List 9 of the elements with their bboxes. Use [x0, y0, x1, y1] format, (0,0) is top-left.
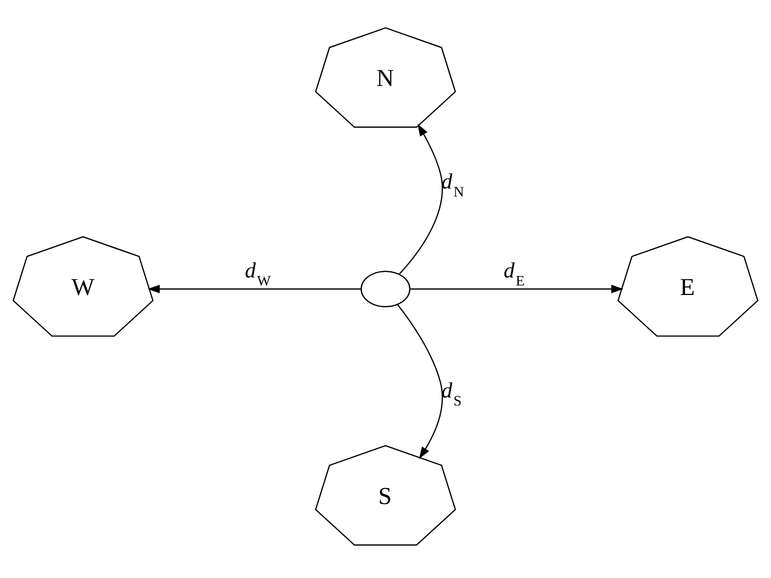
arrow	[397, 304, 443, 459]
edge-label: d$_{W}$	[244, 258, 271, 290]
node-circle	[360, 270, 410, 308]
edge-label: d$_{N}$	[441, 170, 464, 201]
arrow	[410, 284, 624, 294]
arrow	[148, 284, 362, 294]
edge-label: d$_{S}$	[441, 378, 462, 410]
arrow	[398, 124, 443, 275]
edge-label: d$_{E}$	[504, 258, 525, 290]
